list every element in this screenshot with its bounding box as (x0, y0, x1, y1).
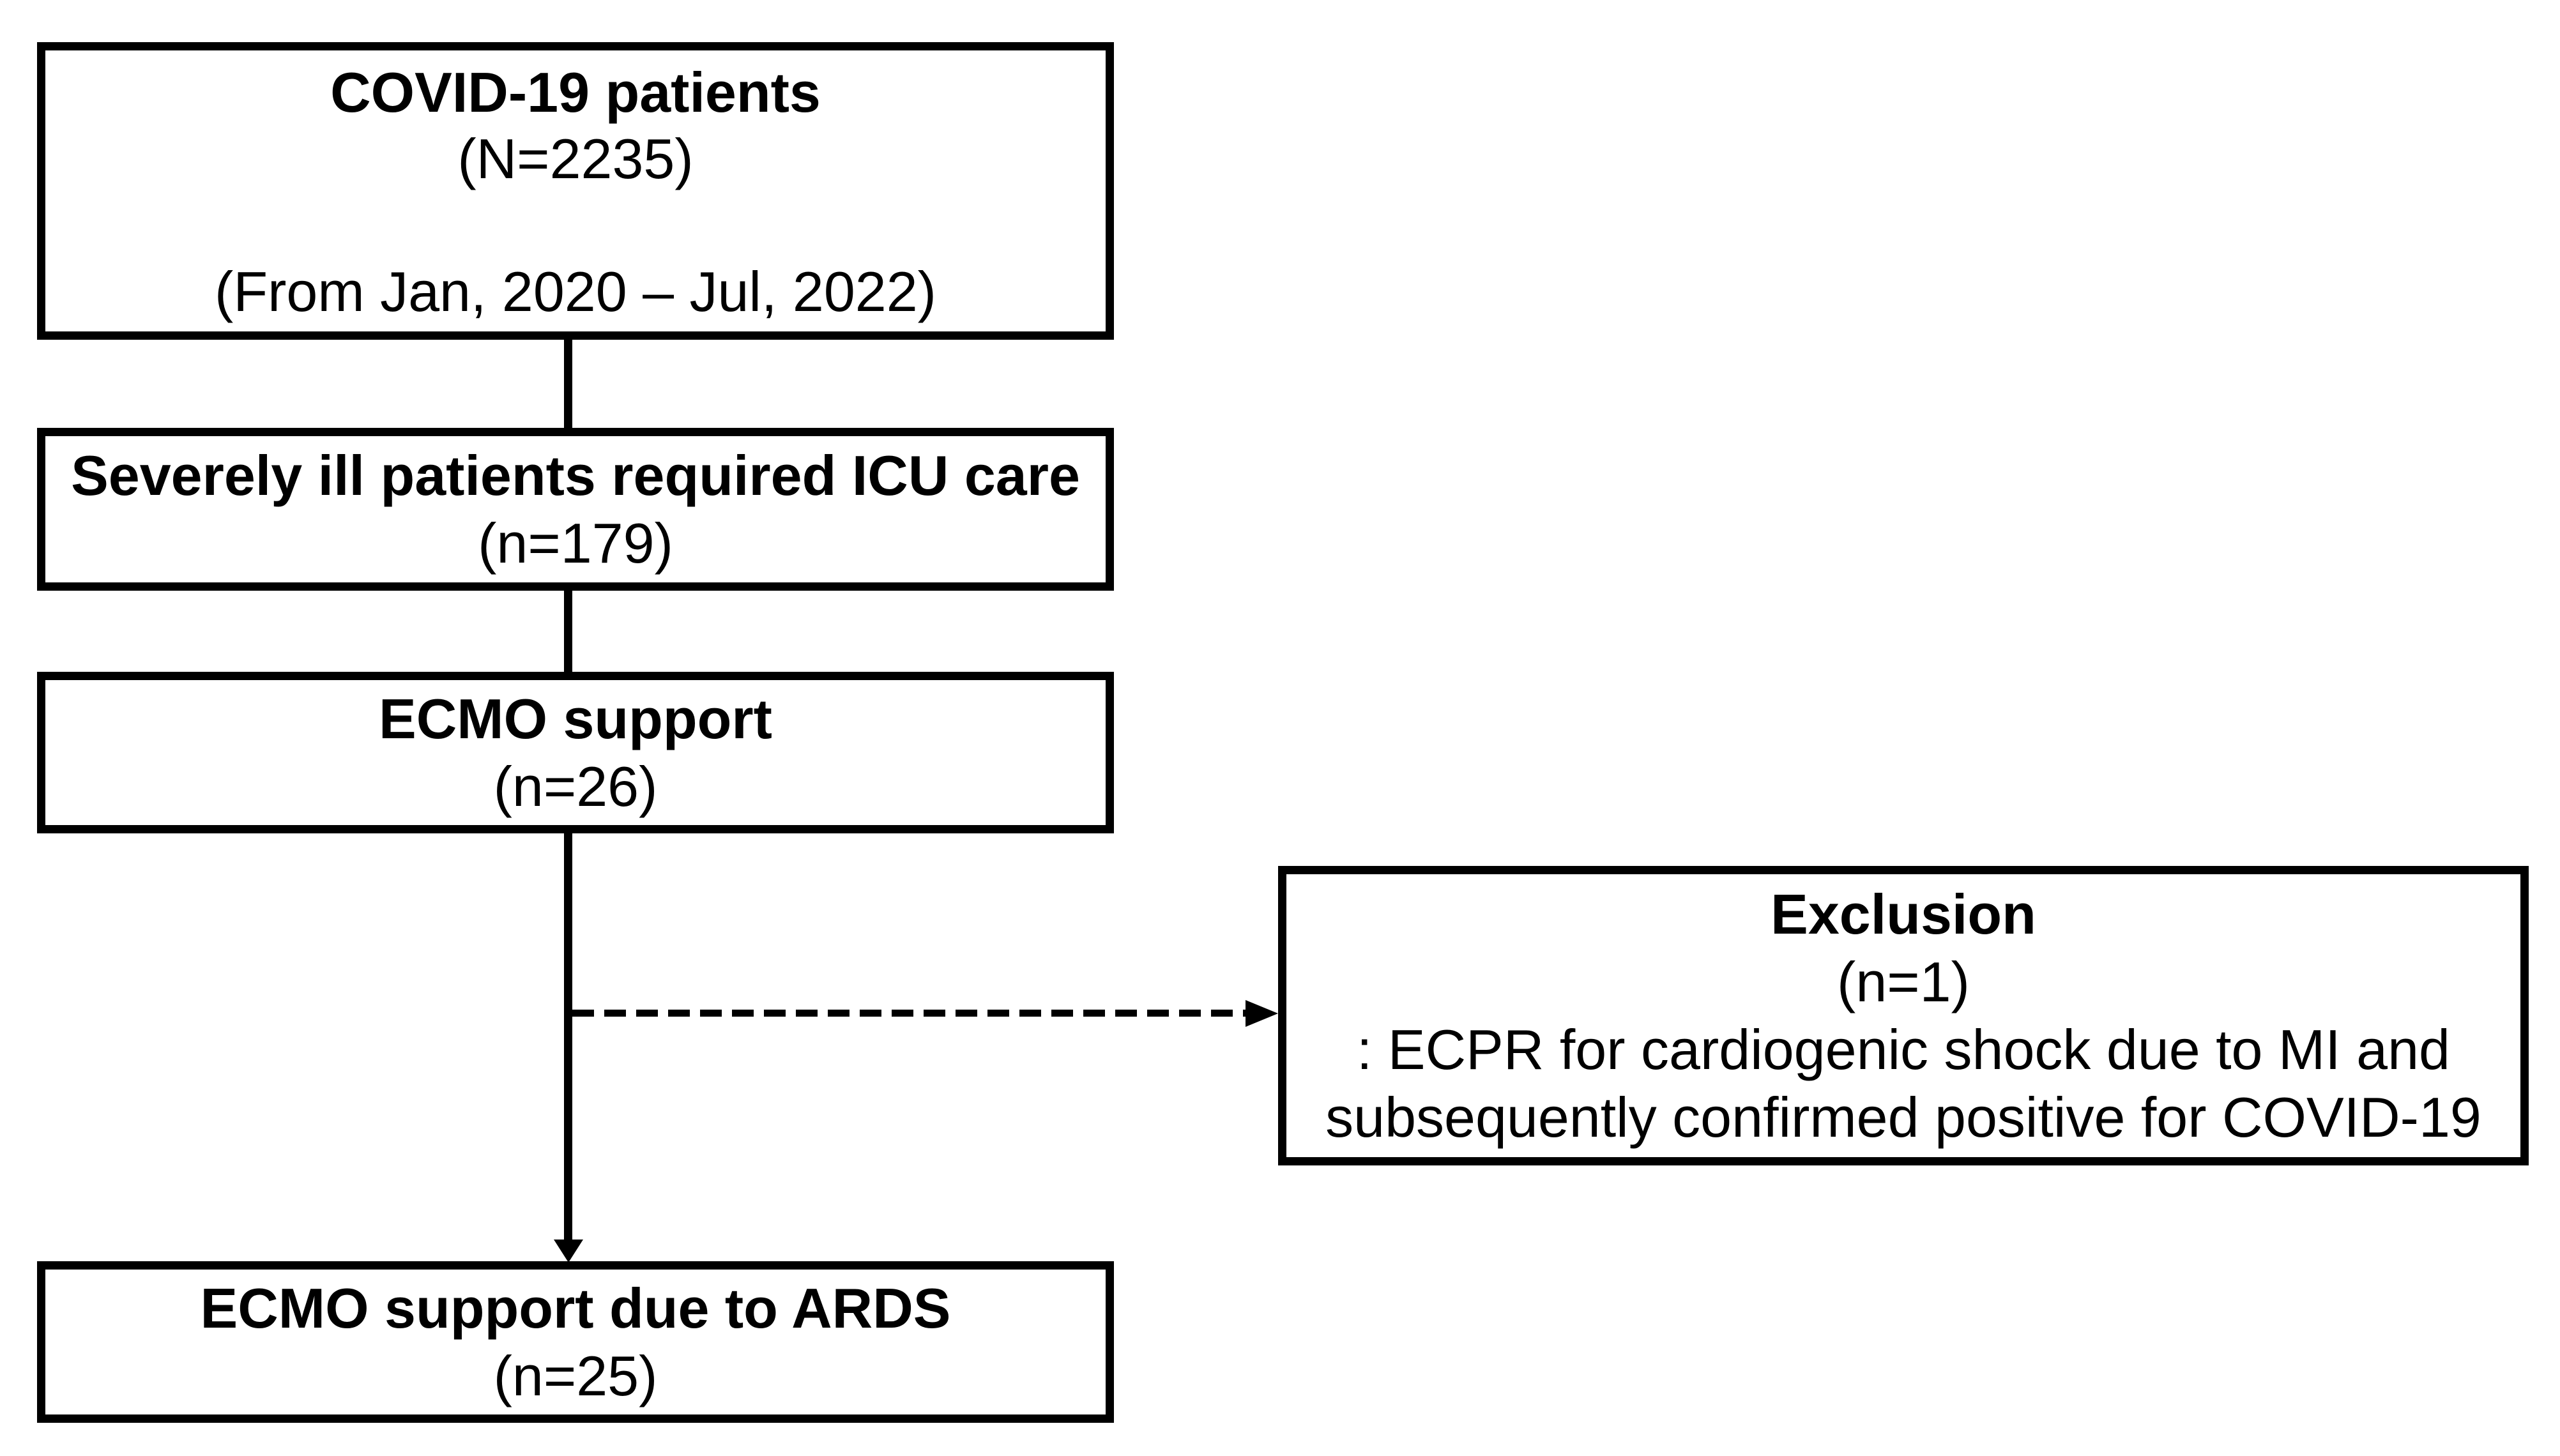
connector-icu-to-ecmo (564, 591, 572, 672)
box-ecmo-ards: ECMO support due to ARDS (n=25) (37, 1261, 1114, 1423)
exclusion-box-count: (n=1) (1837, 950, 1970, 1013)
covid-box-title: COVID-19 patients (330, 61, 821, 124)
box-icu-care: Severely ill patients required ICU care … (37, 428, 1114, 591)
icu-box-title: Severely ill patients required ICU care (71, 443, 1080, 507)
connector-ecmo-to-ards (564, 833, 572, 1241)
ecmo-box-count: (n=26) (493, 754, 658, 818)
covid-box-count: (N=2235) (457, 127, 694, 190)
box-ecmo-support: ECMO support (n=26) (37, 672, 1114, 833)
ards-box-count: (n=25) (493, 1344, 658, 1407)
down-arrowhead-icon (554, 1240, 583, 1263)
connector-covid-to-icu (564, 340, 572, 428)
dashed-exclusion-connector (572, 1010, 1246, 1017)
ecmo-box-title: ECMO support (379, 686, 772, 750)
icu-box-count: (n=179) (478, 511, 673, 575)
box-covid-patients: COVID-19 patients (N=2235) (From Jan, 20… (37, 42, 1114, 340)
ards-box-title: ECMO support due to ARDS (200, 1276, 951, 1340)
exclusion-box-title: Exclusion (1771, 882, 2036, 946)
right-arrowhead-icon (1246, 1000, 1278, 1027)
exclusion-box-reason-line2: subsequently confirmed positive for COVI… (1325, 1085, 2481, 1149)
box-exclusion: Exclusion (n=1) : ECPR for cardiogenic s… (1278, 866, 2529, 1165)
exclusion-box-reason-line1: : ECPR for cardiogenic shock due to MI a… (1357, 1017, 2450, 1081)
covid-box-period: (From Jan, 2020 – Jul, 2022) (215, 260, 936, 323)
